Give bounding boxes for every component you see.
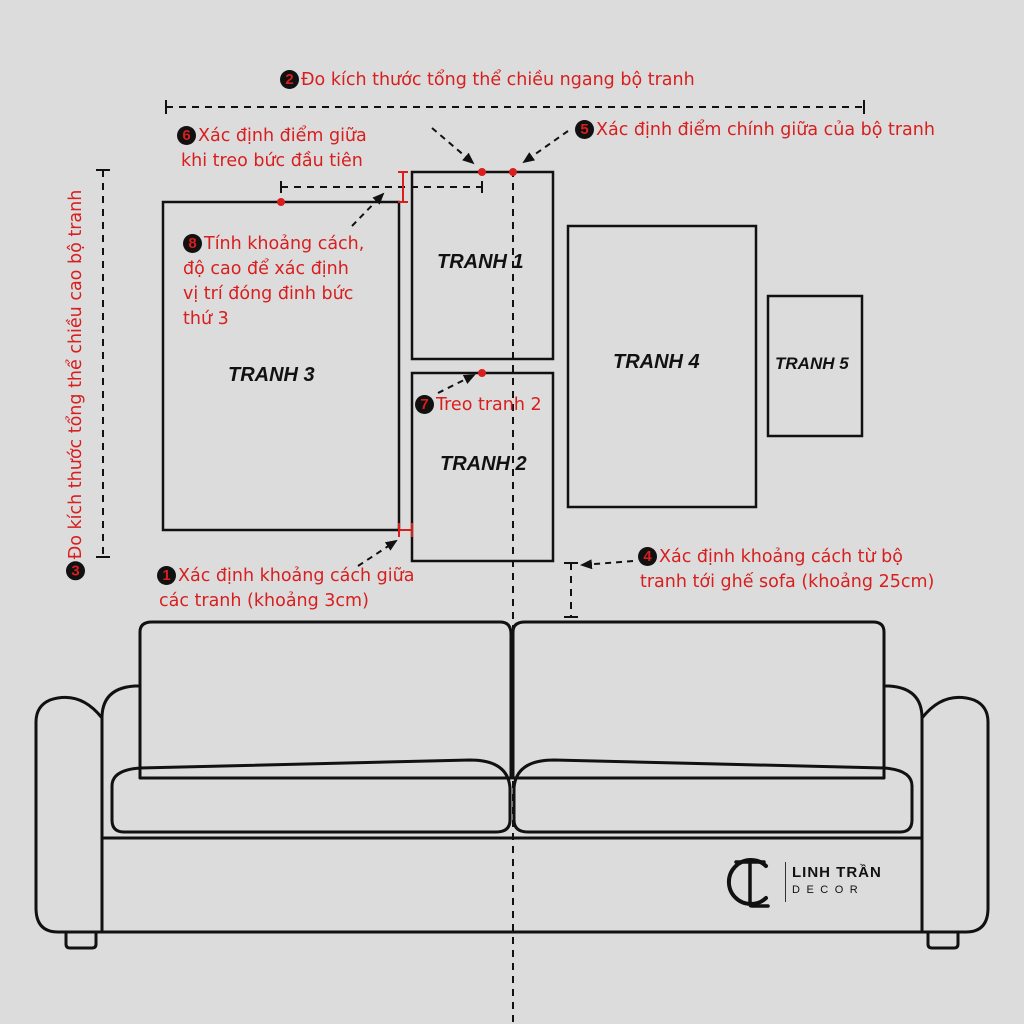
frame-tranh-4 [566, 224, 758, 509]
note-sofa-distance-line2: tranh tới ghế sofa (khoảng 25cm) [640, 572, 935, 592]
first-midpoint-dot [478, 168, 486, 176]
step-badge-6: 6 [177, 126, 196, 145]
label-tranh-1: TRANH 1 [437, 251, 524, 273]
gap-bracket-bottom [398, 523, 413, 537]
label-tranh-5: TRANH 5 [775, 354, 849, 373]
brand-divider [785, 862, 786, 902]
note-total-height-text: Đo kích thước tổng thể chiều cao bộ tran… [66, 189, 86, 560]
note-frame-3-line1: Tính khoảng cách, [204, 234, 365, 254]
arrow-to-first-midpoint [431, 127, 475, 165]
note-center-point-text: Xác định điểm chính giữa của bộ tranh [596, 120, 935, 140]
arrow-to-sofa-gap [580, 559, 634, 570]
sofa-foot-left [64, 932, 98, 950]
step-badge-4: 4 [638, 547, 657, 566]
note-frame-gap-line2: các tranh (khoảng 3cm) [159, 591, 369, 611]
sofa-back-left [138, 620, 513, 780]
brand-name: LINH TRẦN [792, 864, 882, 881]
brand-wordmark: LINH TRẦN DECOR [792, 864, 882, 896]
step-badge-7: 7 [415, 395, 434, 414]
note-hang-tranh-2-text: Treo tranh 2 [436, 395, 542, 415]
step-badge-5: 5 [575, 120, 594, 139]
arrow-to-gap-bottom [357, 539, 398, 567]
step-badge-8: 8 [183, 234, 202, 253]
note-frame-gap-line1: Xác định khoảng cách giữa [178, 566, 415, 586]
brand-sub: DECOR [792, 884, 865, 896]
note-first-midpoint-line1: Xác định điểm giữa [198, 126, 367, 146]
arrow-to-gap-top [351, 192, 385, 227]
sofa-cushion-right [512, 758, 914, 834]
note-first-midpoint-line2: khi treo bức đầu tiên [181, 151, 363, 171]
sofa-back-right [511, 620, 886, 780]
gap-bracket-top [398, 171, 408, 203]
step-badge-3: 3 [66, 561, 85, 581]
sofa-base [100, 836, 924, 934]
frame-tranh-5 [766, 294, 864, 438]
tranh-3-mid-dot [277, 198, 285, 206]
label-tranh-3: TRANH 3 [228, 364, 315, 386]
note-frame-3-line4: thứ 3 [183, 309, 229, 329]
sofa-foot-right [926, 932, 960, 950]
arrow-to-tranh-2 [437, 374, 476, 394]
note-sofa-distance-line1: Xác định khoảng cách từ bộ [659, 547, 903, 567]
note-frame-3-line2: độ cao để xác định [183, 259, 349, 279]
sofa-arm-left [34, 684, 140, 934]
note-frame-3-line3: vị trí đóng đinh bức [183, 284, 354, 304]
note-total-width-text: Đo kích thước tổng thể chiều ngang bộ tr… [301, 70, 695, 90]
center-point-dot [509, 168, 517, 176]
step-badge-1: 1 [157, 566, 176, 585]
step-badge-2: 2 [280, 70, 299, 89]
brand-logo-icon [726, 858, 770, 908]
sofa-arm-right [884, 684, 990, 934]
arrow-to-center-point [522, 130, 569, 164]
tranh-2-mid-dot [478, 369, 486, 377]
sofa-cushion-left [110, 758, 512, 834]
sofa [34, 620, 990, 950]
label-tranh-2: TRANH 2 [440, 453, 527, 475]
label-tranh-4: TRANH 4 [613, 351, 700, 373]
